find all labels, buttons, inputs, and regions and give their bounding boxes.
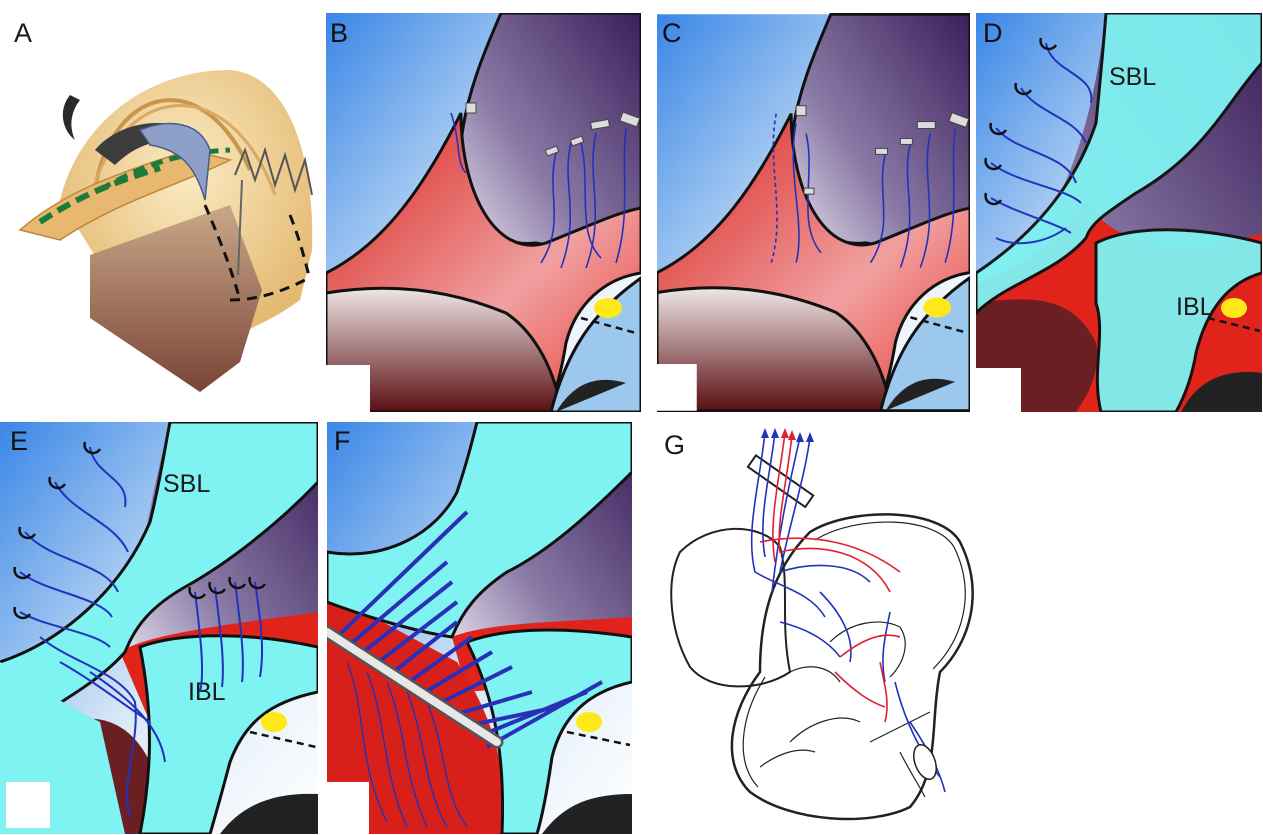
conduction-node: [594, 298, 622, 318]
conduction-node: [261, 712, 287, 732]
panel-d-illustration: SBL IBL: [976, 13, 1262, 412]
panel-f-illustration: [327, 422, 632, 834]
conduction-node: [923, 297, 951, 317]
panel-g: [640, 422, 1020, 834]
sbl-label: SBL: [1109, 63, 1156, 91]
left-chamber-outline: [671, 529, 790, 687]
panel-d: SBL IBL: [976, 13, 1262, 412]
panel-a: [0, 0, 325, 412]
panel-b: [326, 13, 641, 412]
panel-f: [327, 422, 632, 834]
conduction-node: [1221, 298, 1247, 318]
panel-c-illustration: [657, 13, 970, 412]
sbl-label: SBL: [163, 470, 210, 498]
needle-icon: [63, 95, 80, 140]
ibl-label: IBL: [188, 678, 226, 706]
panel-g-illustration: [640, 422, 1020, 834]
conduction-node: [576, 712, 602, 732]
panel-e: SBL IBL: [0, 422, 318, 834]
panel-e-illustration: SBL IBL: [0, 422, 318, 834]
ibl-label: IBL: [1176, 293, 1214, 321]
panel-a-illustration: [0, 0, 325, 412]
panel-b-illustration: [326, 13, 641, 412]
panel-c: [657, 13, 970, 412]
